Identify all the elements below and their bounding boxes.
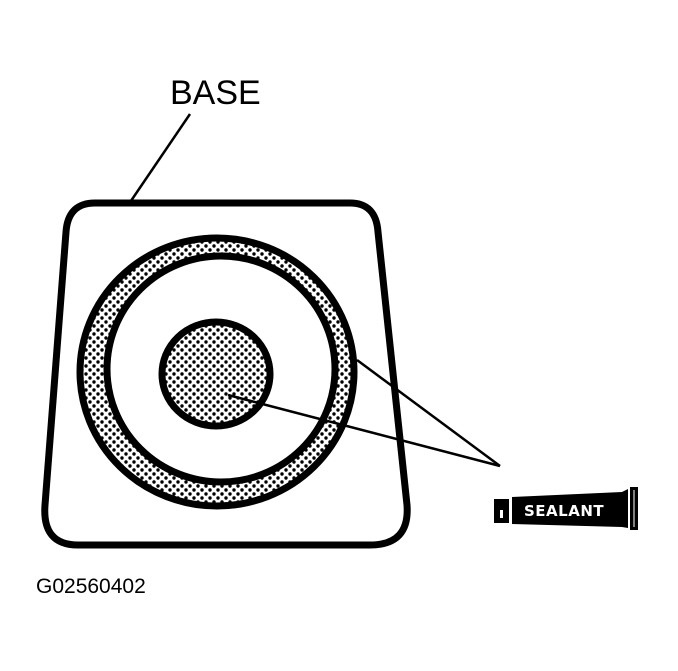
sealant-label: SEALANT	[524, 502, 604, 520]
sealant-tube-icon: SEALANT	[494, 487, 638, 530]
base-label: BASE	[170, 74, 261, 112]
sealant-leader-line-center	[227, 393, 501, 468]
center-sealant-dot	[158, 318, 274, 430]
figure-id: G02560402	[36, 575, 146, 598]
sealant-leader-line-ring	[356, 358, 501, 468]
